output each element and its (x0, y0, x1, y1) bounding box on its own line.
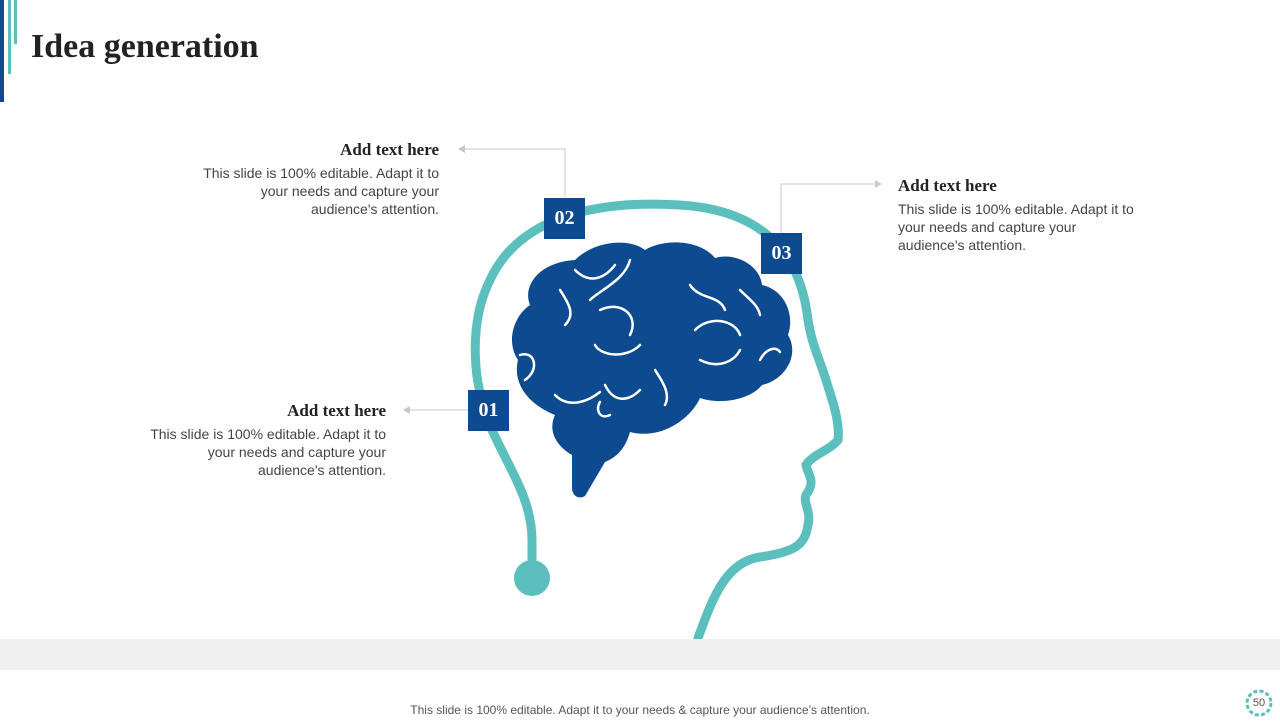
title-accent-bar-teal-short (14, 0, 17, 44)
badge-02: 02 (544, 198, 585, 239)
point-02-body: This slide is 100% editable. Adapt it to… (203, 165, 439, 217)
footer-band (0, 639, 1280, 670)
head-base-dot (514, 560, 550, 596)
page-number-badge: 50 (1243, 687, 1275, 719)
badge-03: 03 (761, 233, 802, 274)
brain-icon (511, 242, 793, 498)
point-01-heading: Add text here (287, 401, 386, 420)
badge-01: 01 (468, 390, 509, 431)
point-03-heading: Add text here (898, 176, 997, 195)
point-01-body: This slide is 100% editable. Adapt it to… (150, 426, 386, 478)
footer-text: This slide is 100% editable. Adapt it to… (410, 703, 870, 717)
connector-lines (405, 148, 880, 411)
point-02-block: Add text here This slide is 100% editabl… (199, 140, 439, 218)
point-03-body: This slide is 100% editable. Adapt it to… (898, 201, 1134, 253)
head-profile-icon (470, 199, 843, 643)
point-02-heading: Add text here (340, 140, 439, 159)
page-title: Idea generation (31, 28, 259, 65)
point-01-block: Add text here This slide is 100% editabl… (146, 401, 386, 479)
page-number: 50 (1252, 697, 1266, 709)
title-accent-bar (0, 0, 4, 102)
title-accent-bar-teal (8, 0, 11, 74)
gear-icon (1245, 689, 1273, 717)
point-03-block: Add text here This slide is 100% editabl… (898, 176, 1138, 254)
